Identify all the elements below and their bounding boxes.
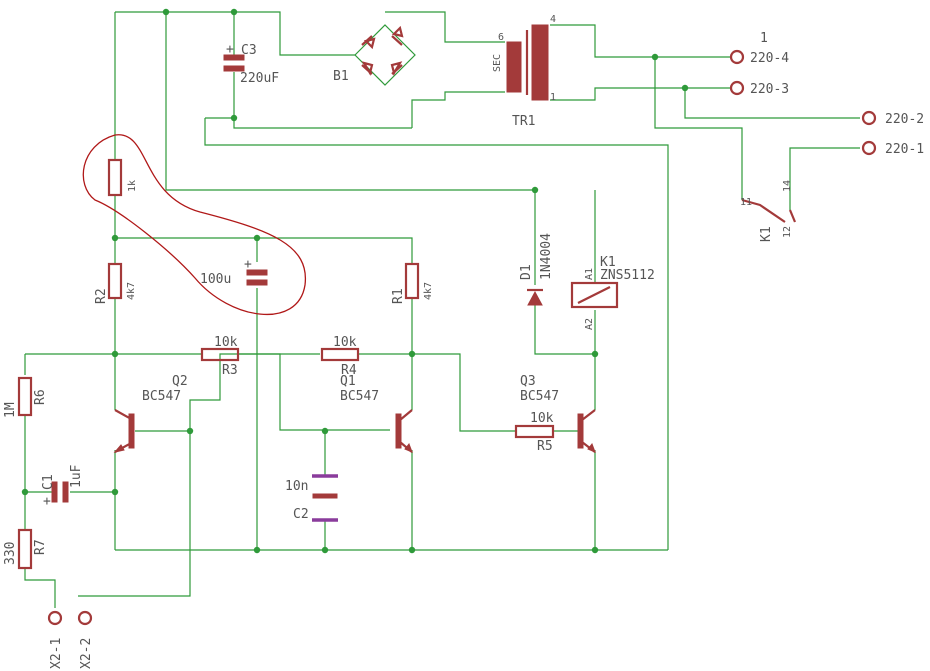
r5-value: 10k (530, 411, 554, 426)
diode-d1: D1 1N4004 (519, 233, 554, 306)
resistor-r3: 10k R3 (200, 335, 240, 378)
resistor-r4: 10k R4 (320, 335, 360, 378)
r3-value: 10k (214, 335, 238, 350)
d1-type: 1N4004 (539, 233, 554, 280)
tr1-pri-label: PRI (552, 56, 563, 74)
terminal-220-1-label: 220-1 (885, 142, 924, 157)
tr1-pin1: 1 (550, 92, 556, 103)
r1-value: 4k7 (423, 282, 434, 300)
r-1k-value: 1k (127, 180, 138, 192)
r4-label: R4 (341, 363, 357, 378)
r6-value: 1M (3, 402, 18, 418)
r3-label: R3 (222, 363, 238, 378)
junctions (21, 8, 689, 554)
c2-value: 10n (285, 479, 308, 494)
transistor-q1: Q1 BC547 (340, 374, 413, 453)
k1-pin14: 14 (782, 180, 793, 192)
transformer-tr1: SEC PRI 6 4 1 TR1 (492, 14, 563, 129)
c-100u-plus: + (244, 257, 252, 272)
k1-pin12: 12 (782, 226, 793, 238)
relay-k1-coil: K1 ZNS5112 A1 A2 (570, 255, 655, 330)
k1-pin11: 11 (740, 197, 752, 208)
q1-label: Q1 (340, 374, 356, 389)
terminal-220-3-label: 220-3 (750, 82, 789, 97)
c1-value: 1uF (69, 464, 84, 488)
q3-type: BC547 (520, 389, 559, 404)
bridge-rectifier-b1: B1 (333, 24, 416, 86)
q2-type: BC547 (142, 389, 181, 404)
resistor-1k: 1k (107, 158, 138, 197)
capacitor-c2: 10n C2 (285, 474, 338, 522)
r2-label: R2 (94, 288, 109, 304)
capacitor-100u: + 100u (200, 257, 268, 287)
k1-contact-label: K1 (759, 226, 774, 242)
c1-plus: + (43, 494, 51, 509)
tr1-sec-label: SEC (492, 54, 503, 72)
r1-label: R1 (391, 288, 406, 304)
relay-k1-contact: 11 14 12 K1 (740, 180, 797, 242)
terminal-x2-2-label: X2-2 (79, 638, 94, 669)
q3-label: Q3 (520, 374, 536, 389)
transistor-q3: Q3 BC547 (520, 374, 596, 453)
terminal-220-4-number: 1 (760, 31, 768, 46)
terminals: 1 220-4 220-3 220-2 220-1 X2-1 X2-2 (47, 31, 924, 669)
k1-a2: A2 (584, 318, 595, 330)
resistor-r1: R1 4k7 (391, 262, 434, 304)
wires (24, 11, 860, 608)
capacitor-c1: + C1 1uF (41, 464, 84, 509)
c3-value: 220uF (240, 71, 279, 86)
r6-label: R6 (33, 389, 48, 405)
k1-type: ZNS5112 (600, 268, 655, 283)
q1-type: BC547 (340, 389, 379, 404)
tr1-label: TR1 (512, 114, 535, 129)
r5-label: R5 (537, 439, 553, 454)
tr1-pin4: 4 (550, 14, 556, 25)
q2-label: Q2 (172, 374, 188, 389)
transistor-q2: Q2 BC547 (113, 374, 188, 453)
resistor-r7: 330 R7 (3, 528, 48, 570)
r2-value: 4k7 (126, 282, 137, 300)
c1-label: C1 (41, 474, 56, 490)
resistor-r2: R2 4k7 (94, 262, 137, 304)
r4-value: 10k (333, 335, 357, 350)
k1-label: K1 (600, 255, 616, 270)
c-100u-value: 100u (200, 272, 231, 287)
terminal-220-4-label: 220-4 (750, 51, 789, 66)
r7-value: 330 (3, 542, 18, 565)
resistor-r5: 10k R5 (514, 411, 555, 454)
d1-label: D1 (519, 264, 534, 280)
k1-a1: A1 (584, 268, 595, 280)
b1-label: B1 (333, 69, 349, 84)
resistor-r6: 1M R6 (3, 376, 48, 418)
terminal-x2-1-label: X2-1 (49, 638, 64, 669)
r7-label: R7 (33, 539, 48, 555)
annotation-loop (82, 134, 307, 316)
tr1-pin6: 6 (498, 32, 504, 43)
c2-label: C2 (293, 507, 309, 522)
capacitor-c3: + C3 220uF (223, 42, 279, 86)
terminal-220-2-label: 220-2 (885, 112, 924, 127)
c3-label: C3 (241, 43, 257, 58)
c3-plus: + (226, 42, 234, 57)
